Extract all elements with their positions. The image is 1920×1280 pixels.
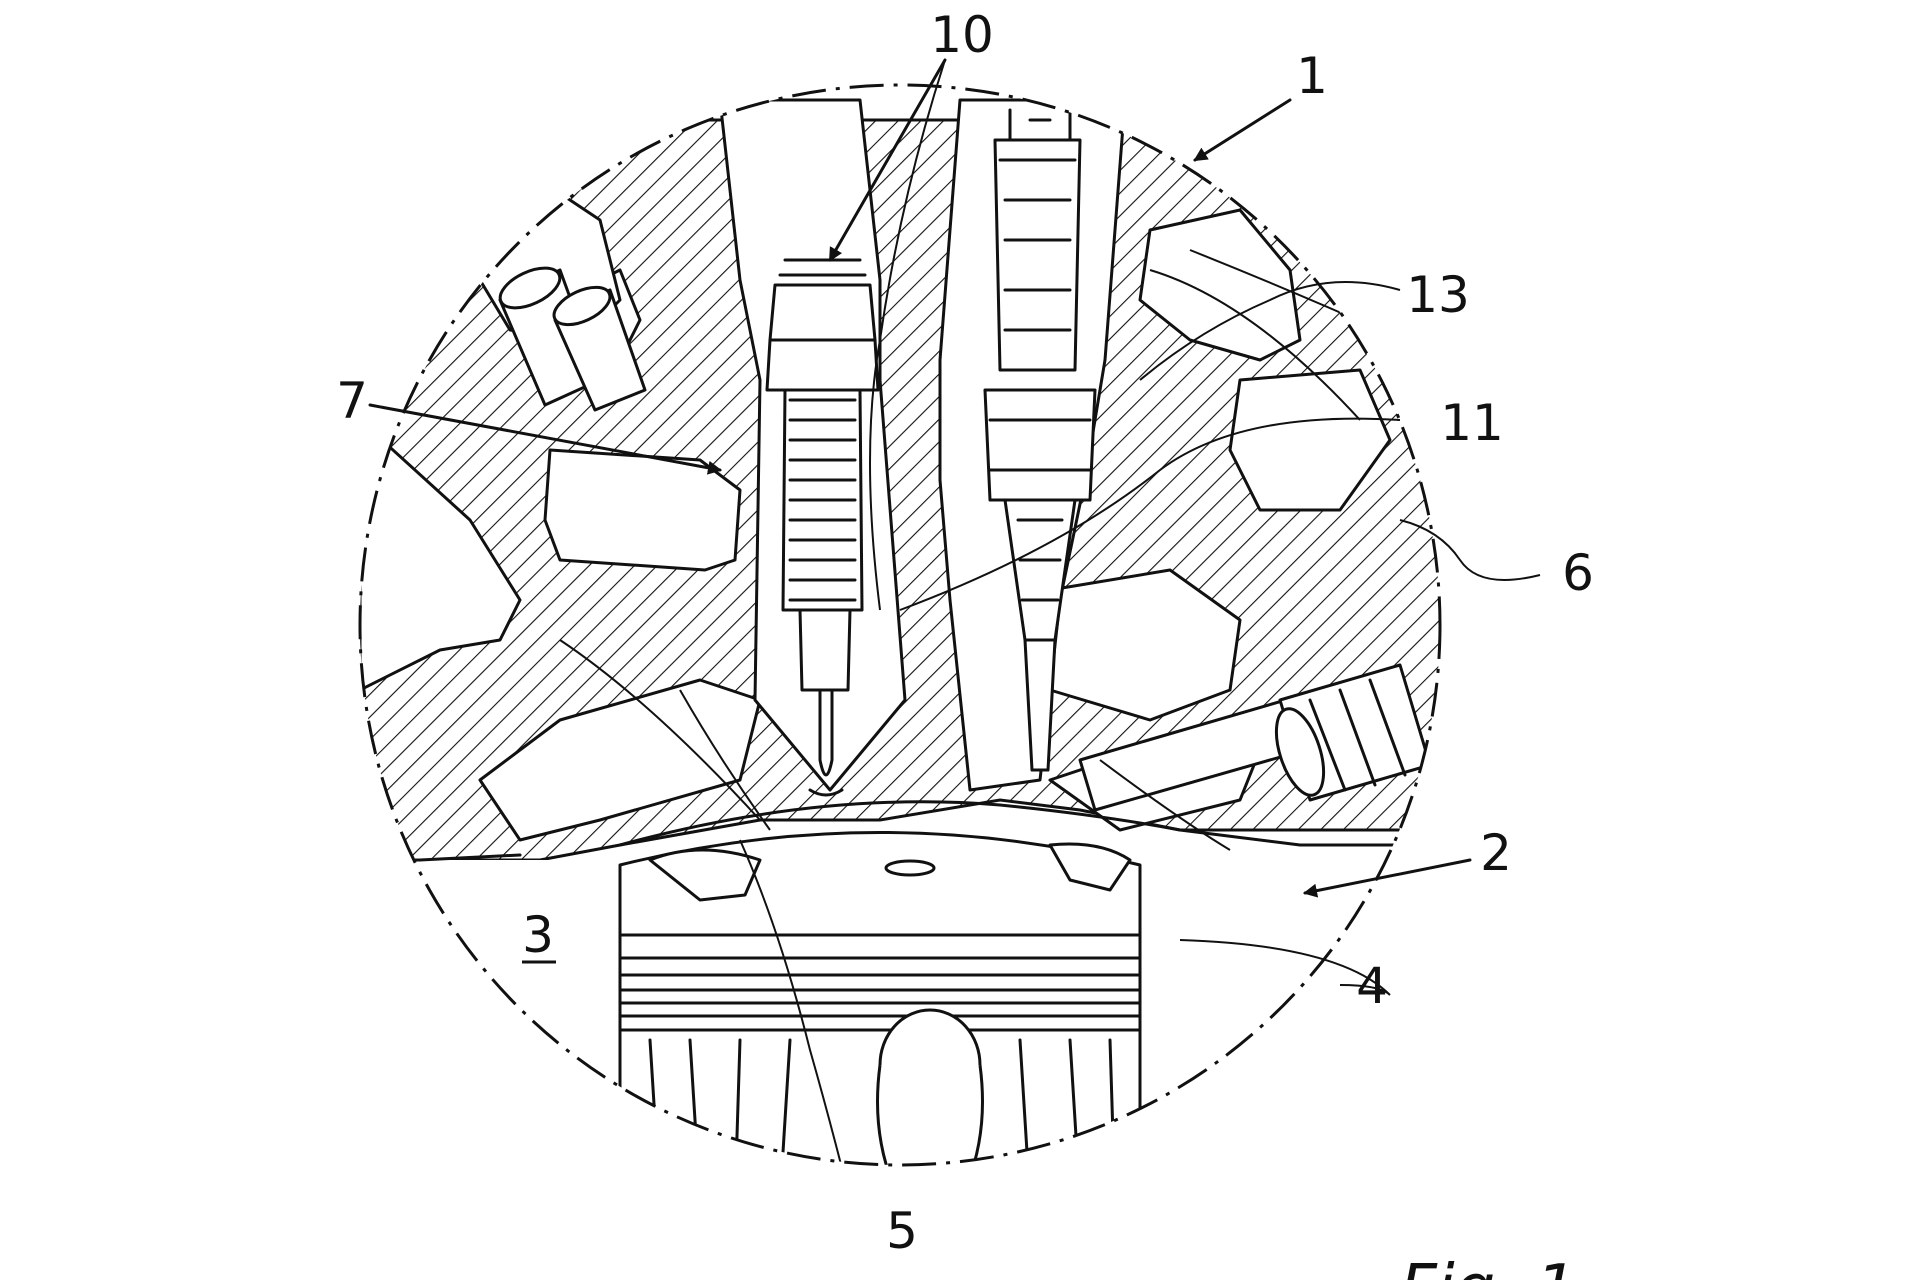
cavity-right-mid: [1228, 368, 1392, 512]
figure-caption: Fig. 1: [1400, 1252, 1577, 1280]
ref-label-4: 4: [1356, 957, 1388, 1015]
ref-label-7: 7: [336, 372, 368, 430]
spark-plug: [765, 258, 880, 797]
intake-valve-stems: [498, 266, 647, 412]
fuel-injector: [983, 108, 1097, 772]
ref-label-13: 13: [1406, 266, 1470, 324]
detail-circle-boundary: [358, 83, 1442, 1167]
ref-label-3: 3: [522, 906, 554, 964]
cavity-bottom-left: [478, 678, 762, 842]
ref-label-11: 11: [1440, 394, 1504, 452]
ref-label-1: 1: [1296, 47, 1328, 105]
ref-label-5: 5: [886, 1202, 918, 1260]
cavity-right-upper: [1138, 208, 1302, 362]
cavity-left-upper: [543, 448, 742, 572]
ref-label-2: 2: [1480, 824, 1512, 882]
ref-label-10: 10: [930, 6, 994, 64]
cylinder-head-detail: [360, 98, 1440, 1165]
leader-lines: [368, 58, 1541, 996]
piston: [618, 831, 1142, 1165]
ref-label-6: 6: [1562, 544, 1594, 602]
combustion-chamber-roof: [618, 800, 1182, 847]
intake-port-left: [360, 418, 522, 692]
